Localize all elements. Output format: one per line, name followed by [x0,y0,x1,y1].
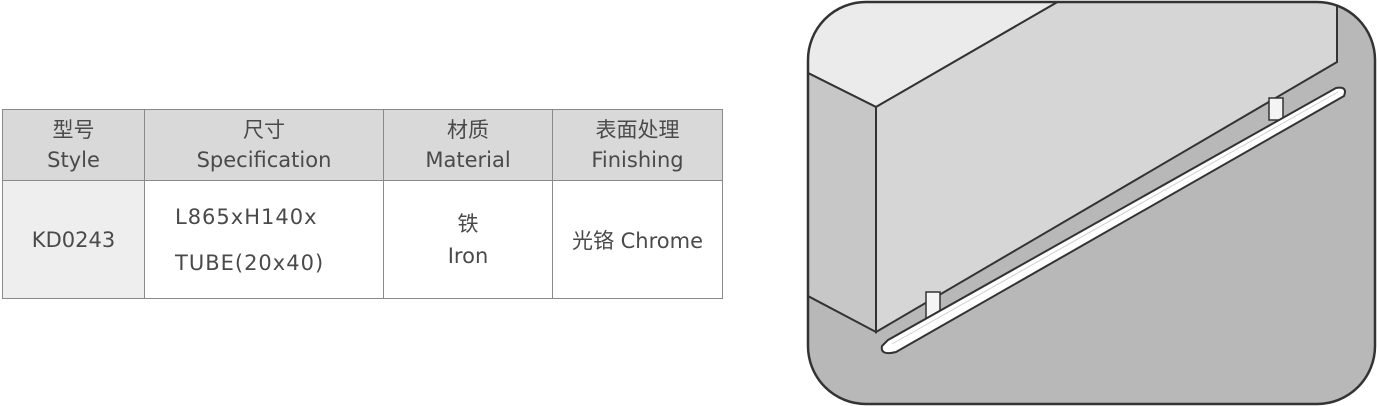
header-material: 材质 Material [383,109,553,181]
header-finishing-en: Finishing [591,148,684,172]
drawer-left-side [808,70,877,334]
spec-line-1: L865xH140x [175,204,318,229]
cell-style: KD0243 [2,180,145,299]
drawer-front-face [875,2,1338,334]
tube-handle-highlight [891,91,1339,345]
header-specification-en: Specification [196,148,332,172]
illustration-frame [806,0,1377,406]
header-specification: 尺寸 Specification [144,109,384,181]
handle-post-right [1268,97,1284,121]
header-style-en: Style [47,148,100,172]
material-en: Iron [447,243,489,268]
table-row: KD0243 L865xH140x TUBE(20x40) 铁 Iron 光铬 … [2,180,723,299]
header-style-cn: 型号 [52,118,95,142]
header-finishing: 表面处理 Finishing [552,109,723,181]
header-specification-cn: 尺寸 [243,118,285,142]
cell-finishing: 光铬 Chrome [552,180,723,299]
header-material-en: Material [425,148,511,172]
header-material-cn: 材质 [447,118,489,142]
cell-specification: L865xH140x TUBE(20x40) [144,180,384,299]
spec-table: 型号 Style 尺寸 Specification 材质 Material 表面… [2,109,723,299]
header-finishing-cn: 表面处理 [595,118,680,142]
header-style: 型号 Style [2,109,145,181]
spec-line-2: TUBE(20x40) [175,250,325,275]
material-cn: 铁 [457,211,479,236]
product-illustration [806,0,1377,406]
cell-material: 铁 Iron [383,180,553,299]
header-row: 型号 Style 尺寸 Specification 材质 Material 表面… [2,109,723,181]
